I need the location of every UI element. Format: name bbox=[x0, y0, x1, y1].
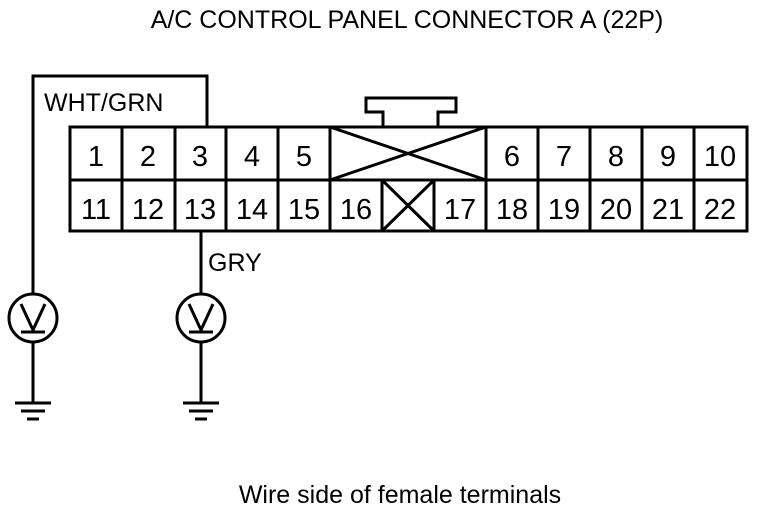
pin-19: 19 bbox=[548, 194, 580, 226]
pin-5: 5 bbox=[296, 141, 312, 173]
pin-10: 10 bbox=[704, 141, 736, 173]
wire-wht-grn: WHT/GRN bbox=[31, 74, 209, 294]
pin-13: 13 bbox=[184, 194, 216, 226]
pin-16: 16 bbox=[340, 194, 372, 226]
pin-12: 12 bbox=[132, 194, 164, 226]
wire-label-gry: GRY bbox=[208, 249, 262, 277]
wire-wht-grn-path bbox=[31, 74, 209, 294]
pin-9: 9 bbox=[660, 141, 676, 173]
ground-icon bbox=[15, 401, 51, 421]
pin-1: 1 bbox=[88, 141, 104, 173]
connector-lock-tab bbox=[364, 96, 458, 127]
empty-cavity-x-upper-2 bbox=[329, 125, 487, 182]
ground-icon bbox=[183, 401, 219, 421]
row2-dividers bbox=[120, 180, 696, 231]
pin-21: 21 bbox=[652, 194, 684, 226]
voltmeter-icon bbox=[175, 292, 227, 344]
voltmeter-icon bbox=[7, 292, 59, 344]
empty-cavity-x-lower-2 bbox=[380, 178, 436, 233]
row1-dividers bbox=[120, 127, 696, 180]
pin-20: 20 bbox=[600, 194, 632, 226]
pin-7: 7 bbox=[556, 141, 572, 173]
pin-11: 11 bbox=[81, 194, 111, 226]
pin-8: 8 bbox=[608, 141, 624, 173]
pin-3: 3 bbox=[192, 141, 208, 173]
pin-6: 6 bbox=[504, 141, 520, 173]
pin-4: 4 bbox=[244, 141, 260, 173]
pin-22: 22 bbox=[704, 194, 736, 226]
pin-14: 14 bbox=[236, 194, 268, 226]
pin-17: 17 bbox=[444, 194, 476, 226]
pin-15: 15 bbox=[288, 194, 320, 226]
pin-2: 2 bbox=[140, 141, 156, 173]
diagram-caption: Wire side of female terminals bbox=[239, 481, 561, 509]
diagram-title: A/C CONTROL PANEL CONNECTOR A (22P) bbox=[151, 6, 664, 34]
wire-gry: GRY bbox=[199, 231, 262, 294]
wire-label-wht-grn: WHT/GRN bbox=[44, 89, 163, 117]
pin-18: 18 bbox=[496, 194, 528, 226]
connector-a: 1 2 3 4 5 6 7 8 9 10 11 12 13 14 15 16 1… bbox=[68, 96, 749, 233]
